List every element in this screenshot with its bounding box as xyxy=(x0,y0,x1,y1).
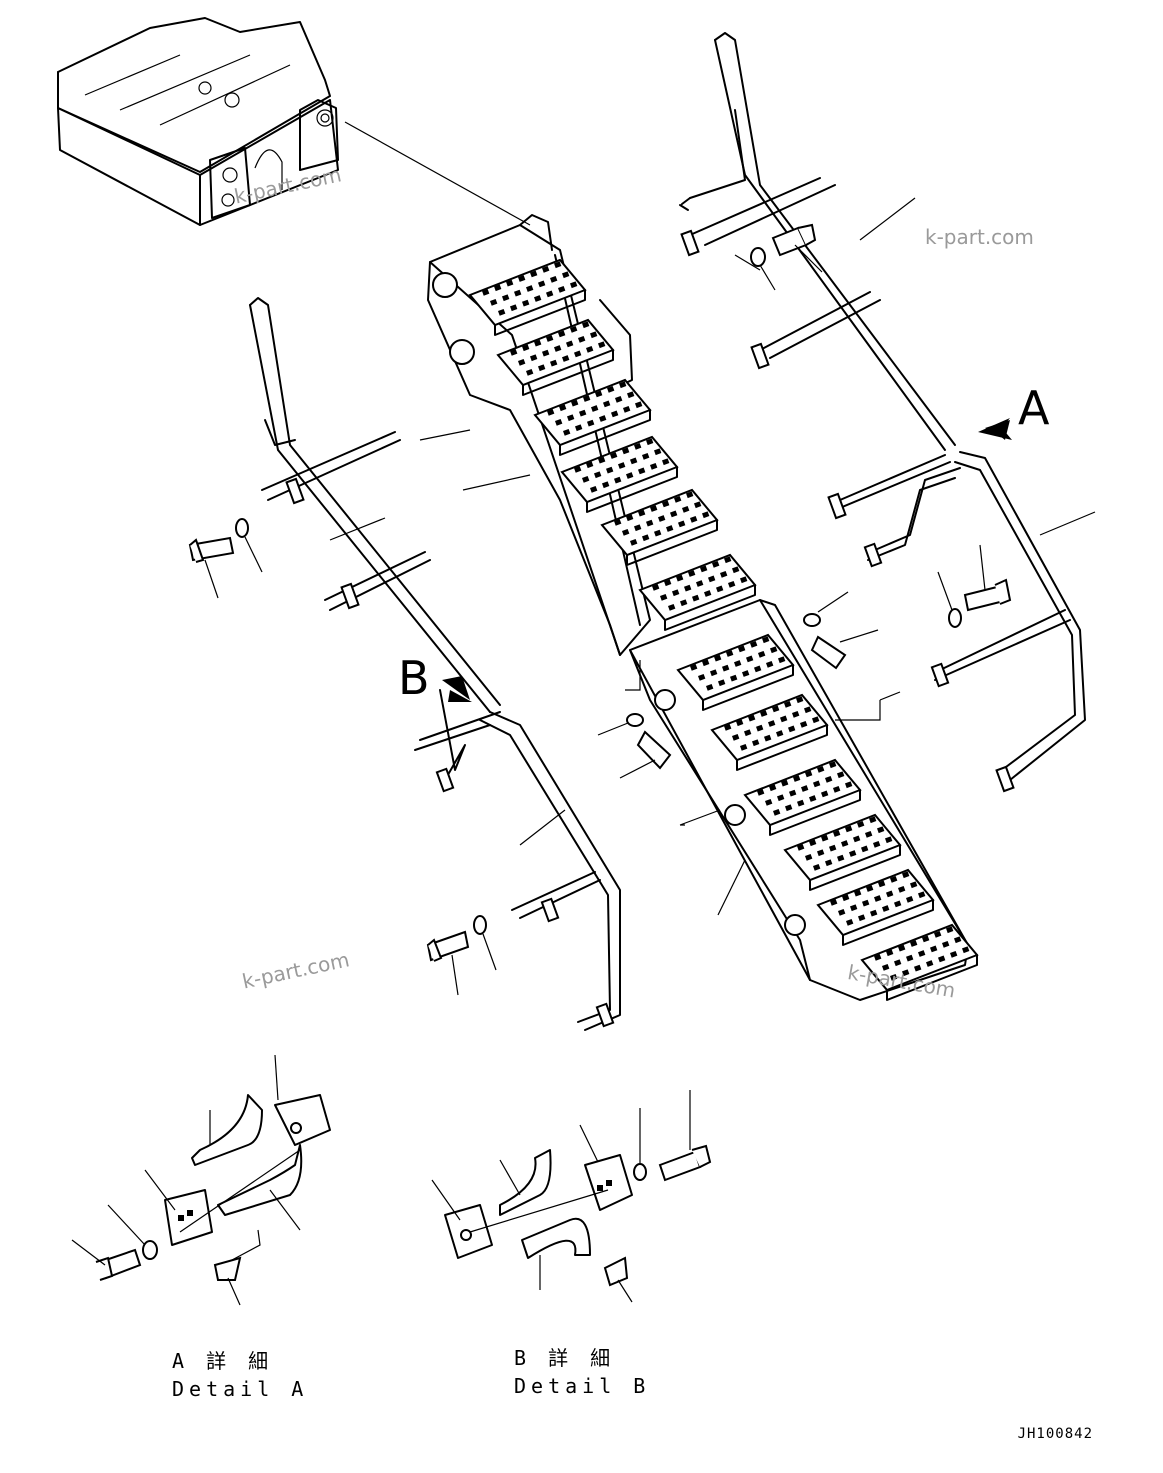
right-lower-handrail xyxy=(863,451,1096,793)
stair-tread xyxy=(710,693,829,771)
leader-line xyxy=(344,121,531,226)
stair-tread xyxy=(783,813,902,891)
stair-tread xyxy=(468,258,587,336)
stair-tread xyxy=(676,633,795,711)
stair-tread xyxy=(638,553,757,631)
stair-tread xyxy=(600,488,719,566)
detail-a-caption-en: Detail A xyxy=(172,1377,309,1401)
detail-b xyxy=(431,1090,712,1303)
detail-b-caption-en: Detail B xyxy=(514,1374,651,1398)
bolt-icon xyxy=(71,1239,142,1281)
hardware-main xyxy=(188,223,1012,996)
bolt-icon xyxy=(658,1090,712,1182)
washer-icon xyxy=(626,713,644,727)
machine-frame xyxy=(57,17,339,226)
washer-icon xyxy=(750,247,766,267)
right-upper-handrail xyxy=(679,32,956,520)
bolt-icon xyxy=(810,629,879,670)
callout-b-arrow xyxy=(442,676,472,702)
detail-b-caption-jp: B 詳 細 xyxy=(514,1346,616,1370)
lower-stair-section xyxy=(629,599,969,1001)
stair-tread xyxy=(816,868,935,946)
bolt-icon xyxy=(188,536,235,599)
lower-steps xyxy=(676,633,979,1001)
stair-tread xyxy=(743,758,862,836)
stair-tread xyxy=(860,923,979,1001)
stair-tread xyxy=(560,435,679,513)
callout-b-label: B xyxy=(398,651,430,705)
nut-icon xyxy=(603,1256,633,1303)
bolt-icon xyxy=(963,544,1012,612)
nut-icon xyxy=(213,1229,261,1306)
washer-icon xyxy=(948,608,962,628)
bolt-icon xyxy=(426,930,470,996)
left-lower-handrail xyxy=(414,689,621,1031)
upper-steps xyxy=(468,258,757,631)
washer-icon xyxy=(803,613,821,627)
watermark: k-part.com xyxy=(925,225,1034,249)
detail-a-caption: A 詳 細 Detail A xyxy=(172,1347,308,1403)
stair-tread xyxy=(533,378,652,456)
washer-icon xyxy=(235,518,249,538)
detail-b-caption: B 詳 細 Detail B xyxy=(514,1344,650,1400)
washer-icon xyxy=(633,1163,647,1181)
left-upper-handrail xyxy=(249,297,531,713)
bolt-icon xyxy=(771,223,823,273)
drawing-number: JH100842 xyxy=(1017,1426,1093,1442)
detail-a xyxy=(71,1054,331,1306)
detail-a-caption-jp: A 詳 細 xyxy=(172,1349,274,1373)
washer-icon xyxy=(473,915,487,935)
stair-tread xyxy=(496,318,615,396)
callout-a-arrow xyxy=(978,418,1012,440)
callout-a-label: A xyxy=(1018,381,1050,435)
bolt-icon xyxy=(619,730,672,779)
washer-icon xyxy=(142,1240,158,1260)
